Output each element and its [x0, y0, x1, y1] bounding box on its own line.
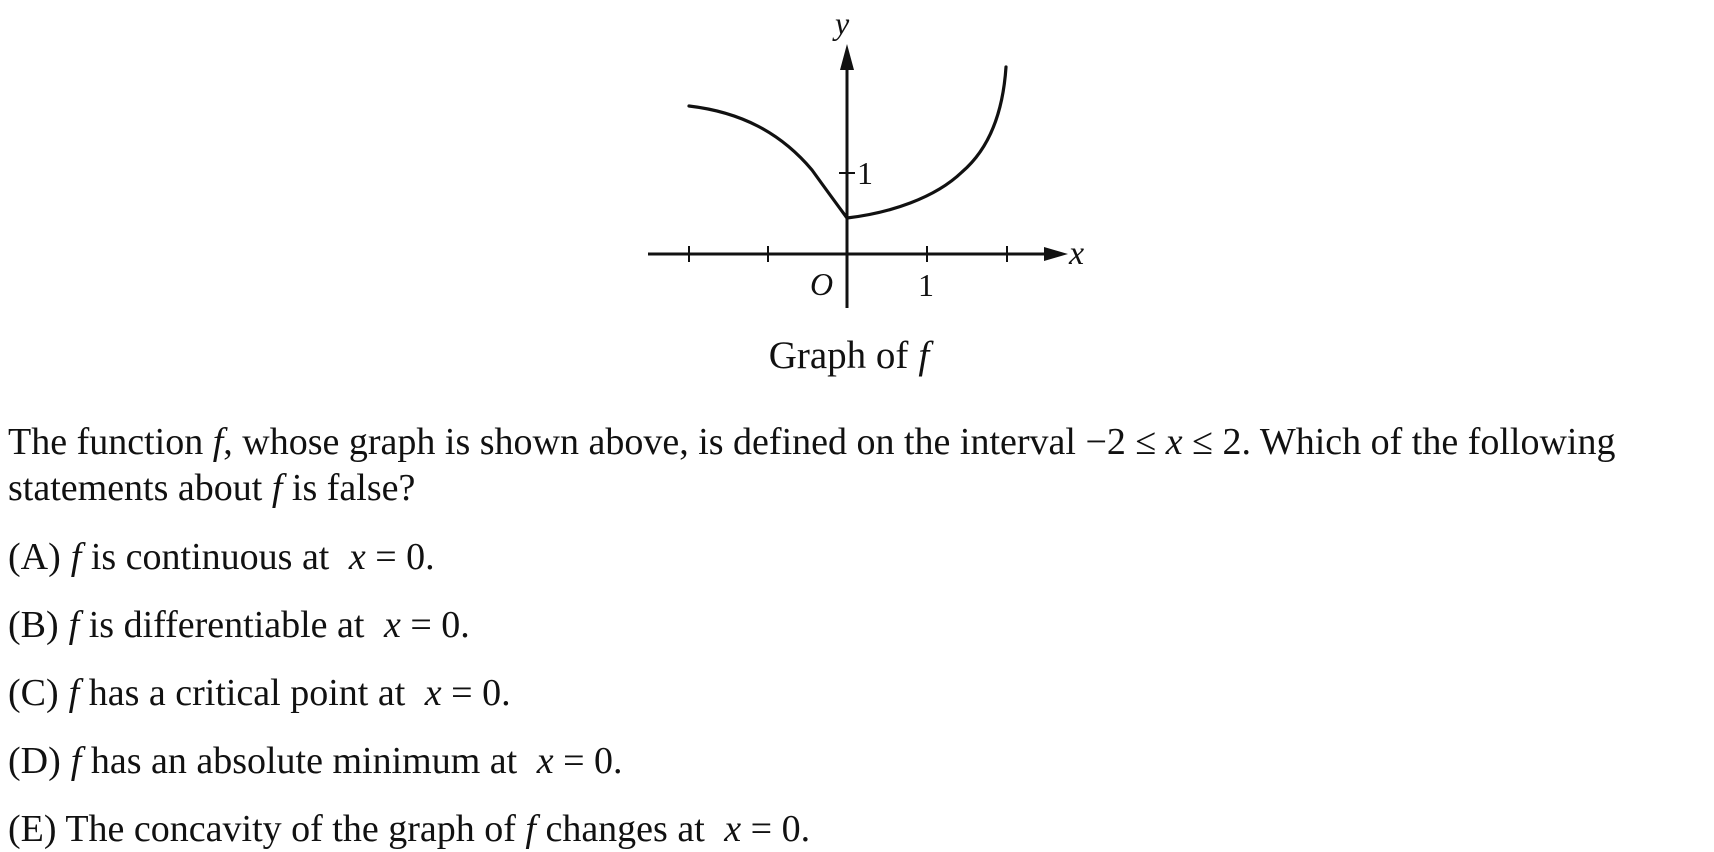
- choice-text: The concavity of the graph of: [56, 808, 526, 850]
- variable-symbol: x: [536, 740, 554, 782]
- question-line-1: The function f, whose graph is shown abo…: [8, 419, 1708, 465]
- function-symbol: f: [525, 808, 536, 850]
- choice-equation: = 0.: [741, 808, 811, 850]
- question-text-part: statements about: [8, 467, 272, 509]
- question-text-part: is false?: [282, 467, 416, 509]
- choice-equation: = 0.: [365, 536, 435, 578]
- question-text-part: ≤ 2. Which of the following: [1182, 421, 1616, 463]
- choice-text: is differentiable at: [79, 604, 374, 646]
- y-axis-arrow: [840, 44, 854, 70]
- graph-figure: y x O 1 1: [0, 0, 1714, 390]
- function-symbol: f: [212, 421, 224, 463]
- curve-left-branch: [687, 104, 849, 220]
- choice-equation: = 0.: [553, 740, 623, 782]
- function-symbol: f: [70, 536, 82, 578]
- variable-symbol: x: [724, 808, 742, 850]
- question-text: The function f, whose graph is shown abo…: [8, 419, 1708, 511]
- choice-text: has an absolute minimum at: [81, 740, 527, 782]
- choice-equation: = 0.: [441, 672, 511, 714]
- choice-e[interactable]: (E) The concavity of the graph of f chan…: [8, 806, 810, 852]
- choice-b[interactable]: (B)f is differentiable at x = 0.: [8, 602, 470, 648]
- choice-letter: (E): [8, 808, 57, 850]
- origin-label: O: [810, 266, 833, 302]
- x-tick-label-1: 1: [918, 267, 934, 303]
- function-symbol: f: [271, 467, 283, 509]
- variable-symbol: x: [424, 672, 442, 714]
- y-tick-label-1: 1: [857, 155, 873, 191]
- graph-svg: y x O 1 1: [648, 5, 1084, 308]
- variable-symbol: x: [348, 536, 366, 578]
- choice-equation: = 0.: [400, 604, 470, 646]
- caption-text: Graph of: [768, 334, 909, 377]
- choice-letter: (C): [8, 672, 59, 714]
- choice-text: has a critical point at: [79, 672, 415, 714]
- choice-letter: (D): [8, 740, 61, 782]
- choice-letter: (A): [8, 536, 61, 578]
- function-symbol: f: [68, 604, 80, 646]
- question-line-2: statements about f is false?: [8, 465, 1708, 511]
- choice-text: is continuous at: [81, 536, 339, 578]
- choice-a[interactable]: (A)f is continuous at x = 0.: [8, 534, 435, 580]
- choice-letter: (B): [8, 604, 59, 646]
- variable-symbol: x: [1165, 421, 1183, 463]
- choice-c[interactable]: (C)f has a critical point at x = 0.: [8, 670, 511, 716]
- question-text-part: , whose graph is shown above, is defined…: [223, 421, 1166, 463]
- caption-func: f: [918, 334, 930, 377]
- x-axis-label: x: [1068, 235, 1084, 272]
- function-symbol: f: [68, 672, 80, 714]
- choice-d[interactable]: (D)f has an absolute minimum at x = 0.: [8, 738, 623, 784]
- choice-text: changes at: [535, 808, 715, 850]
- function-symbol: f: [70, 740, 82, 782]
- variable-symbol: x: [383, 604, 401, 646]
- curve-right-branch: [845, 65, 1008, 220]
- x-axis-arrow: [1044, 247, 1068, 261]
- question-text-part: The function: [8, 421, 213, 463]
- y-axis-label: y: [832, 5, 850, 41]
